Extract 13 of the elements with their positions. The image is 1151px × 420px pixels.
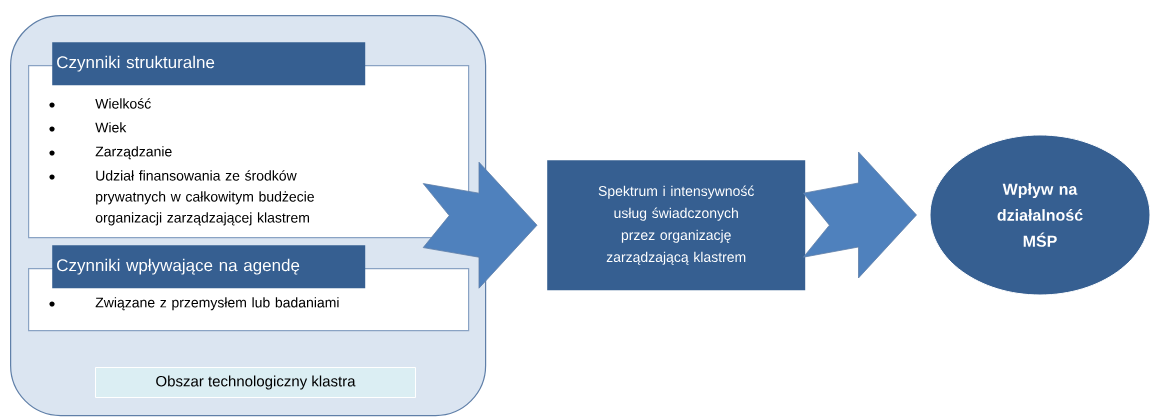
block-arrow [422, 161, 538, 289]
label-box: Obszar technologiczny klastra [95, 367, 416, 398]
bullet-item: Wielkość [49, 98, 151, 109]
bullet-item: Wiek [49, 122, 127, 133]
list-panel [28, 42, 470, 239]
block-arrow [803, 151, 917, 279]
heading-bar: Czynniki strukturalne [52, 42, 366, 86]
bullet-item: Zarządzanie [49, 146, 172, 160]
bullet-item: Związane z przemysłem lub badaniami [49, 297, 339, 311]
bullet-item: Udział finansowania ze środków prywatnych w całkowitym budżecie organizacji zarządzającej klastrem [49, 170, 314, 226]
list-panel [28, 245, 470, 332]
process-box: Spektrum i intensywność usług świadczonych przez organizację zarządzającą klastrem [547, 160, 806, 291]
heading-bar: Czynniki wpływające na agendę [52, 245, 366, 289]
